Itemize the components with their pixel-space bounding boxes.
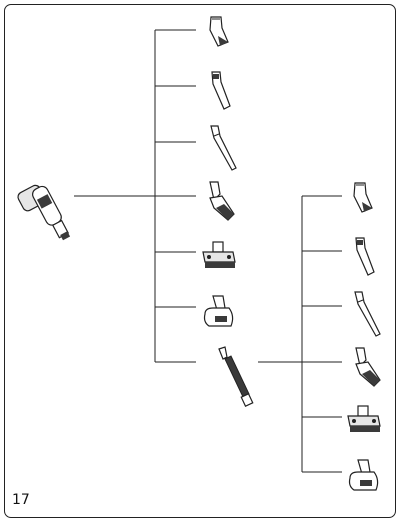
motorized-floor-head-icon: [202, 241, 236, 269]
motorized-floor-head-icon: [347, 405, 381, 433]
page-number: 17: [12, 492, 30, 508]
brush-head-icon: [209, 181, 235, 221]
short-nozzle-icon: [211, 71, 231, 110]
crevice-tool-icon: [353, 182, 373, 213]
brush-head-icon: [355, 347, 381, 387]
long-wand-icon: [354, 291, 381, 337]
page-frame: [4, 4, 396, 518]
short-nozzle-icon: [355, 237, 375, 276]
tool-adapter-icon: [348, 459, 379, 491]
extension-hose-icon: [218, 346, 254, 407]
handheld-vacuum-icon: [17, 184, 71, 241]
tool-adapter-icon: [203, 295, 234, 327]
long-wand-icon: [210, 125, 237, 171]
crevice-tool-icon: [209, 16, 229, 47]
